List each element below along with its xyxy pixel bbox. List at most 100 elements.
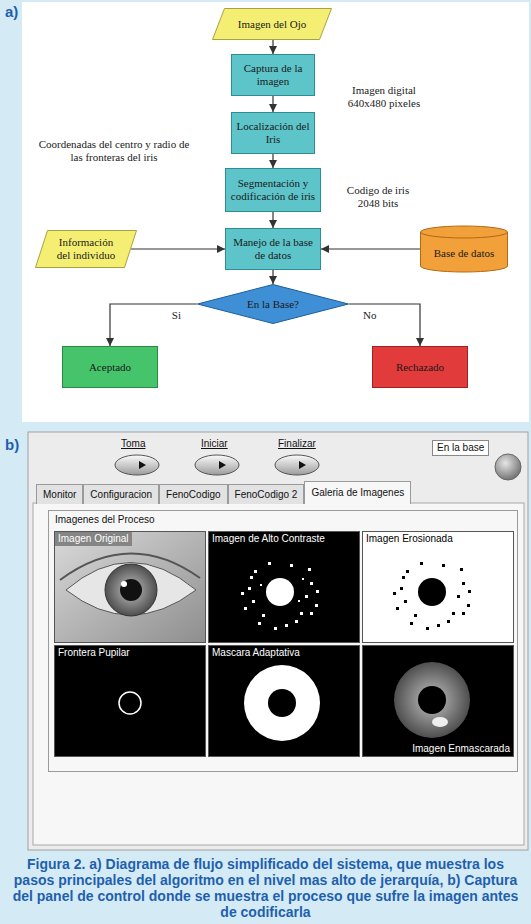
node-text: Configuracion (90, 489, 152, 501)
node-text: Imagenes del Proceso (49, 511, 161, 529)
sclera (66, 563, 196, 616)
button-label: Iniciar (201, 438, 228, 450)
node-text: Segmentación y codificación de iris (230, 177, 316, 202)
node-text: Aceptado (89, 361, 131, 374)
flow-arrow (272, 154, 273, 168)
node-text: En la Base? (247, 298, 299, 311)
node-text: Galeria de Imagenes (311, 487, 404, 499)
image-cell: Frontera Pupilar (54, 645, 206, 757)
tab: FenoCodigo (159, 484, 227, 504)
eye-photo (54, 531, 206, 643)
active-tab: Galeria de Imagenes (304, 481, 411, 504)
button-label: Finalizar (278, 438, 316, 450)
boundary-image (54, 645, 206, 757)
tab: Configuracion (83, 484, 159, 504)
reflection (121, 581, 127, 587)
process-box: Captura de la imagen (231, 54, 315, 96)
reject-box: Rechazado (372, 346, 468, 388)
annotation: Codigo de iris 2048 bits (340, 184, 416, 209)
process-box: Segmentación y codificación de iris (225, 168, 321, 212)
process-box: Manejo de la base de datos (225, 228, 321, 270)
edge-label: Si (170, 309, 183, 322)
button-triangle (139, 461, 146, 469)
image-cell: Imagen de Alto Contraste (208, 531, 360, 643)
pupil-blob (266, 578, 294, 606)
node-text: Imagen del Ojo (238, 18, 306, 31)
tab: FenoCodigo 2 (228, 484, 305, 504)
pupil (120, 579, 142, 601)
image-cell: Imagen Erosionada (362, 531, 514, 643)
annotation: Imagen digital 640x480 pixeles (338, 84, 430, 109)
flow-arrow (321, 248, 420, 249)
pupil-boundary (119, 692, 141, 714)
annotation: Coordenadas del centro y radio de las fr… (34, 138, 194, 163)
group-box: Imagenes del ProcesoImagen OriginalImage… (48, 510, 518, 772)
button-triangle (219, 461, 226, 469)
eroded-image (362, 531, 514, 643)
mask-hole (268, 689, 296, 717)
button-label: Toma (121, 438, 145, 450)
node-text: Imagen Erosionada (363, 532, 456, 546)
input-parallelogram-shape (213, 9, 332, 40)
node-text: Imagen Original (55, 532, 132, 546)
image-cell: Mascara Adaptativa (208, 645, 360, 757)
node-text: Mascara Adaptativa (209, 646, 303, 660)
masked-pupil (418, 686, 446, 714)
node-text: Localización del Iris (236, 120, 310, 145)
push-button (195, 455, 239, 475)
masked-iris (394, 662, 470, 738)
iris (105, 564, 157, 616)
masked-image (362, 645, 514, 757)
node-text: FenoCodigo (166, 489, 220, 501)
push-button (115, 455, 159, 475)
node-text: Frontera Pupilar (55, 646, 133, 660)
node-text: Imagen Enmascarada (409, 742, 513, 756)
node-text: En la base (437, 442, 484, 454)
node-text: Base de datos (434, 247, 494, 260)
database-cylinder-shape (421, 226, 508, 272)
node-text: Manejo de la base de datos (230, 236, 316, 261)
node-text: Imagen de Alto Contraste (209, 532, 328, 546)
node-text: Información del individuo (51, 236, 121, 261)
flow-arrow (272, 40, 273, 54)
image-cell: Imagen Original (54, 531, 206, 643)
node-text: Captura de la imagen (236, 62, 310, 87)
image-cell: Imagen Enmascarada (362, 645, 514, 757)
pupil-blob (418, 578, 446, 606)
figure-caption: Figura 2. a) Diagrama de flujo simplific… (12, 856, 519, 920)
button-triangle (299, 461, 306, 469)
flow-arrow (349, 304, 420, 346)
input-parallelogram: Imagen del Ojo (212, 8, 332, 40)
push-button (275, 455, 319, 475)
flow-arrow (272, 96, 273, 112)
input-parallelogram-shape (36, 231, 137, 268)
noise-dots (393, 562, 471, 630)
database-cylinder: Base de datos (420, 226, 508, 272)
node-text: Monitor (43, 489, 76, 501)
decision-diamond-shape (198, 285, 349, 324)
flow-arrow (272, 212, 273, 228)
mask-image (208, 645, 360, 757)
flowchart-ground (22, 2, 529, 422)
indicator-label: En la base (432, 440, 489, 456)
mask-ring (244, 665, 320, 741)
panel-letter: b) (5, 436, 19, 453)
contrast-image (208, 531, 360, 643)
flow-arrow (110, 304, 197, 346)
flow-arrow (131, 248, 225, 249)
reflection (432, 717, 448, 727)
accept-box: Aceptado (62, 346, 158, 388)
control-panel (28, 432, 528, 850)
noise-dots (241, 562, 319, 630)
tab: Monitor (36, 484, 83, 504)
indicator-led (495, 454, 521, 480)
process-box: Localización del Iris (231, 112, 315, 154)
edge-label: No (361, 309, 378, 322)
node-text: Rechazado (396, 361, 444, 374)
cylinder-rim (421, 232, 508, 238)
tab-page (33, 503, 524, 845)
node-text: FenoCodigo 2 (235, 489, 298, 501)
panel-letter: a) (5, 3, 18, 20)
